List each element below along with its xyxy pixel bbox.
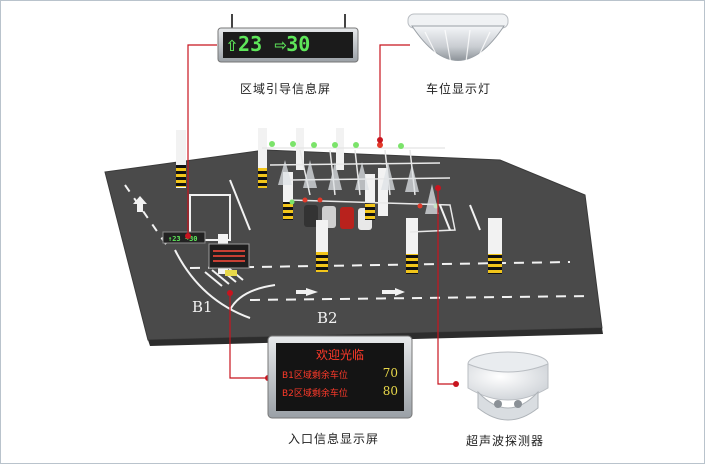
entrance-row-value: 70 — [382, 366, 398, 380]
scene-guide-display — [162, 231, 206, 244]
zone-label-b2: B2 — [317, 309, 338, 327]
scene-entrance-board — [208, 234, 250, 276]
direction-arrows — [133, 196, 405, 296]
entrance-row-1: B1区域剩余车位 70 — [282, 366, 400, 381]
detector-caption: 超声波探测器 — [466, 434, 545, 448]
entrance-display-caption: 入口信息显示屏 — [288, 432, 380, 446]
guide-display-sign — [217, 14, 359, 63]
callout-lines — [187, 44, 456, 385]
entrance-display-frame — [267, 335, 413, 419]
space-light-device — [407, 13, 509, 71]
space-light-caption: 车位显示灯 — [426, 82, 492, 96]
entrance-row-label: B1区域剩余车位 — [282, 371, 348, 381]
guide-left-value: 23 — [238, 32, 263, 56]
scene-guide-text: ↑23 ➜30 — [168, 235, 198, 243]
guide-display-text: ⇧23 ⇨30 — [226, 31, 310, 57]
detector-device — [467, 351, 549, 421]
up-arrow-icon: ⇧ — [226, 32, 239, 56]
ultrasonic-beams — [278, 160, 439, 214]
columns — [176, 128, 502, 274]
entrance-row-2: B2区域剩余车位 80 — [282, 384, 400, 399]
right-arrow-icon: ⇨ — [274, 32, 287, 56]
entrance-display-title: 欢迎光临 — [315, 348, 364, 362]
space-indicator-lights — [269, 141, 439, 209]
entrance-row-label: B2区域剩余车位 — [282, 389, 348, 399]
guide-display-caption: 区域引导信息屏 — [240, 82, 332, 96]
zone-label-b1: B1 — [192, 298, 213, 316]
entrance-row-value: 80 — [382, 384, 398, 398]
callout-dots — [185, 137, 459, 387]
guide-right-value: 30 — [286, 32, 311, 56]
